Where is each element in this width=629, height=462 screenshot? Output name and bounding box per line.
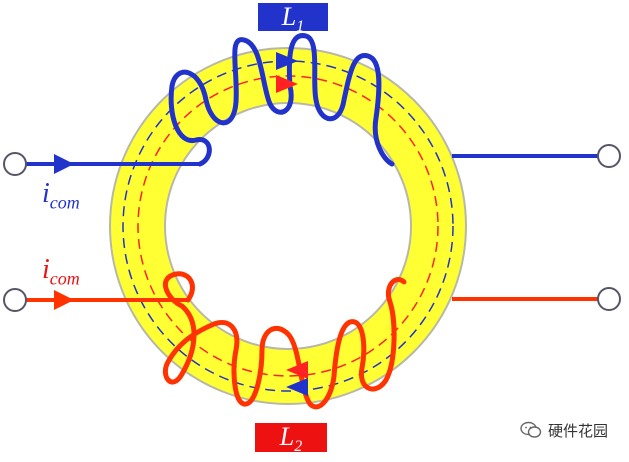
wechat-logo-icon — [520, 421, 542, 438]
terminal-circle-icon — [3, 152, 27, 176]
winding-l1 — [168, 33, 395, 167]
triangle-arrow-icon — [54, 290, 74, 310]
triangle-arrow-icon — [276, 75, 298, 93]
terminal-circle-icon — [597, 287, 621, 311]
current-label-bottom: icom — [42, 256, 80, 293]
label-l1-box — [258, 3, 328, 31]
triangle-arrow-icon — [276, 52, 298, 70]
label-l1-subscript: 1 — [296, 18, 305, 36]
label-l2-base: L — [279, 422, 295, 451]
triangle-arrow-icon — [54, 154, 74, 174]
winding-l2 — [162, 271, 407, 410]
current-top-base: i — [42, 178, 50, 209]
watermark-text: 硬件花园 — [548, 422, 609, 440]
label-l2-box — [255, 423, 327, 452]
triangle-arrow-icon — [286, 378, 308, 396]
triangle-arrow-icon — [286, 361, 308, 379]
terminal-circle-icon — [597, 144, 621, 168]
current-bottom-subscript: com — [49, 268, 80, 289]
label-l2: L2 — [255, 422, 327, 462]
label-l2-subscript: 2 — [294, 438, 303, 456]
watermark: 硬件花园 — [520, 418, 608, 442]
terminal-circle-icon — [3, 288, 27, 312]
current-label-top: icom — [42, 180, 80, 217]
toroid-core — [109, 47, 467, 405]
current-top-subscript: com — [49, 192, 80, 213]
current-bottom-base: i — [42, 254, 50, 285]
terminals — [3, 144, 621, 312]
label-l1: L1 — [258, 2, 328, 42]
label-l1-base: L — [281, 2, 297, 31]
